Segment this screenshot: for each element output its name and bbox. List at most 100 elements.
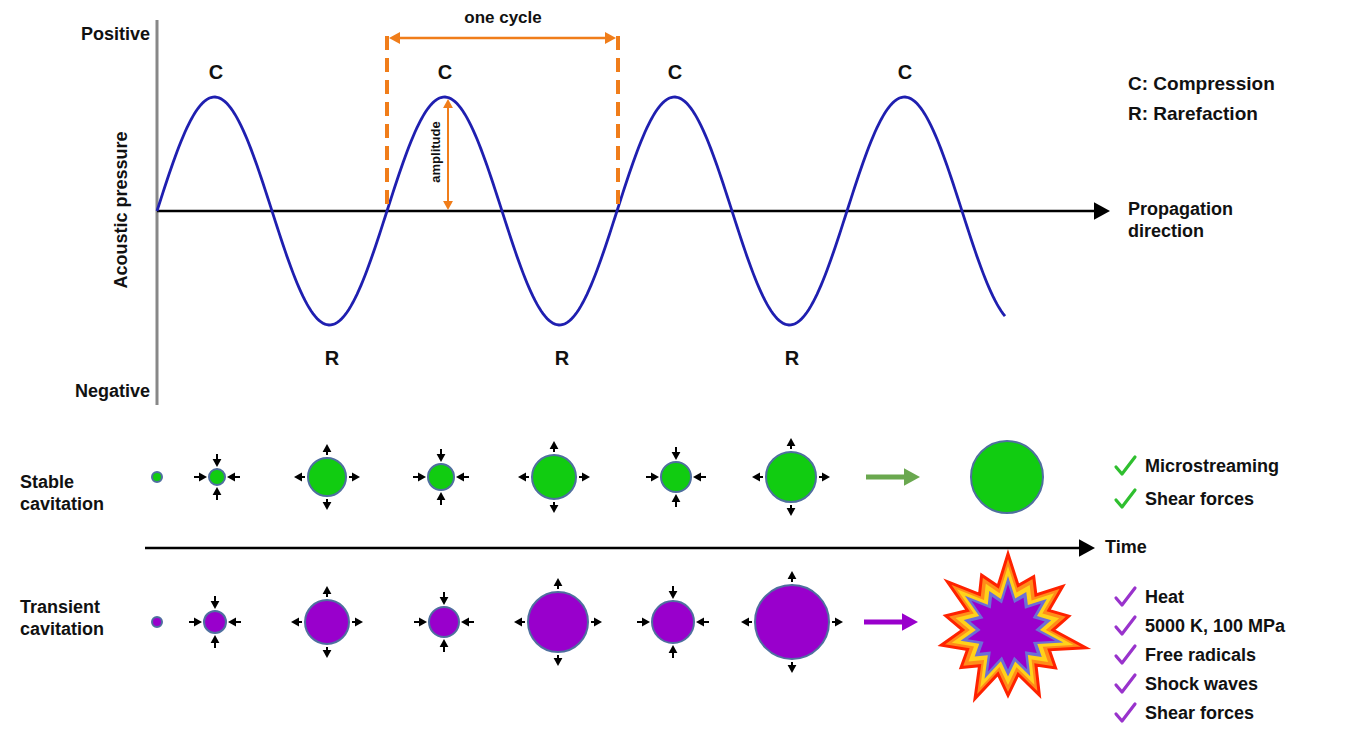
arrow-head (752, 473, 760, 482)
transient-row (152, 571, 918, 673)
effect-item: Shear forces (1145, 489, 1254, 511)
transient-bubble (305, 600, 349, 644)
arrow-head (461, 618, 469, 627)
amplitude-label: amplitude (428, 121, 444, 182)
stable-bubble (532, 455, 576, 499)
arrow-head (440, 639, 449, 647)
explosion-outer (941, 554, 1085, 698)
arrow-head (419, 618, 427, 627)
amplitude-marker (443, 99, 453, 210)
arrow-head (788, 665, 797, 673)
effect-item: Microstreaming (1145, 456, 1279, 478)
arrow-head (440, 597, 449, 605)
phase-label: C (898, 60, 912, 84)
phase-label: C (209, 60, 223, 84)
pressure-axis (156, 20, 159, 405)
arrow-head (211, 635, 220, 643)
effect-item: Shock waves (1145, 674, 1258, 696)
effect-item: Shear forces (1145, 703, 1254, 725)
arrow-head (787, 438, 796, 446)
stable-bubble (308, 458, 346, 496)
cycle-boundary (385, 36, 389, 211)
arrow-head (1094, 202, 1110, 220)
arrow-head (194, 618, 202, 627)
arrow-head (199, 473, 207, 482)
arrow-head (437, 492, 446, 500)
pressure-wave (157, 97, 1005, 325)
phase-label: C (668, 60, 682, 84)
stable-bubble (152, 472, 162, 482)
stable-bubble (661, 462, 691, 492)
axis-title: Time (1105, 537, 1147, 559)
axis-label: Positive (81, 24, 150, 46)
arrow-head (554, 578, 563, 586)
effect-item: Heat (1145, 587, 1184, 609)
transient-progress-arrow (864, 620, 905, 625)
check-mark (1116, 588, 1135, 605)
arrow-head (902, 613, 918, 631)
key-entry: C: Compression (1128, 73, 1275, 96)
check-mark (1116, 646, 1135, 663)
check-mark (1116, 617, 1135, 634)
arrow-head (554, 658, 563, 666)
check-mark (1116, 704, 1135, 721)
arrow-head (693, 473, 701, 482)
arrow-head (389, 32, 400, 44)
transient-bubble (429, 607, 459, 637)
arrow-head (418, 473, 426, 482)
arrow-head (669, 591, 678, 599)
arrow-head (672, 494, 681, 502)
stable-bubble (766, 452, 816, 502)
arrow-head (642, 618, 650, 627)
explosion-inner (961, 576, 1064, 679)
arrow-head (787, 508, 796, 516)
transient-bubble (755, 585, 829, 659)
arrow-head (904, 468, 920, 486)
stable-progress-arrow (866, 475, 907, 480)
arrow-head (605, 32, 616, 44)
axis-title: Propagation direction (1128, 199, 1253, 242)
arrow-head (669, 645, 678, 653)
stable-bubble (428, 464, 454, 490)
arrow-head (213, 459, 222, 467)
stable-bubble (209, 469, 225, 485)
cycle-marker (387, 32, 618, 211)
arrow-head (213, 487, 222, 495)
arrow-head (323, 586, 332, 594)
phase-label: R (325, 346, 339, 370)
key-entry: R: Rarefaction (1128, 103, 1258, 126)
arrow-head (323, 502, 332, 510)
arrow-head (696, 618, 704, 627)
phase-label: R (555, 346, 569, 370)
explosion-core (968, 584, 1055, 671)
arrow-head (550, 441, 559, 449)
amplitude-span (447, 107, 449, 202)
arrow-head (741, 618, 749, 627)
arrow-head (355, 618, 363, 627)
arrow-head (835, 618, 843, 627)
arrow-head (550, 505, 559, 513)
transient-bubble (152, 617, 162, 627)
arrow-head (788, 571, 797, 579)
arrow-head (443, 201, 453, 210)
arrow-head (294, 473, 302, 482)
arrow-head (672, 452, 681, 460)
transient-bubble (652, 601, 694, 643)
transient-bubble (528, 592, 588, 652)
propagation-axis (157, 210, 1097, 213)
arrow-head (323, 444, 332, 452)
check-mark (1116, 490, 1135, 507)
cycle-boundary (616, 36, 620, 211)
arrow-head (518, 473, 526, 482)
stable-row (152, 438, 1043, 516)
arrow-head (211, 601, 220, 609)
arrow-head (1079, 539, 1095, 557)
phase-label: C (438, 60, 452, 84)
check-mark (1116, 457, 1135, 474)
transient-bubble (204, 611, 226, 633)
explosion-middle (952, 566, 1074, 688)
stable-bubble (971, 441, 1043, 513)
row-label: Transient cavitation (20, 597, 130, 640)
arrow-head (443, 99, 453, 108)
